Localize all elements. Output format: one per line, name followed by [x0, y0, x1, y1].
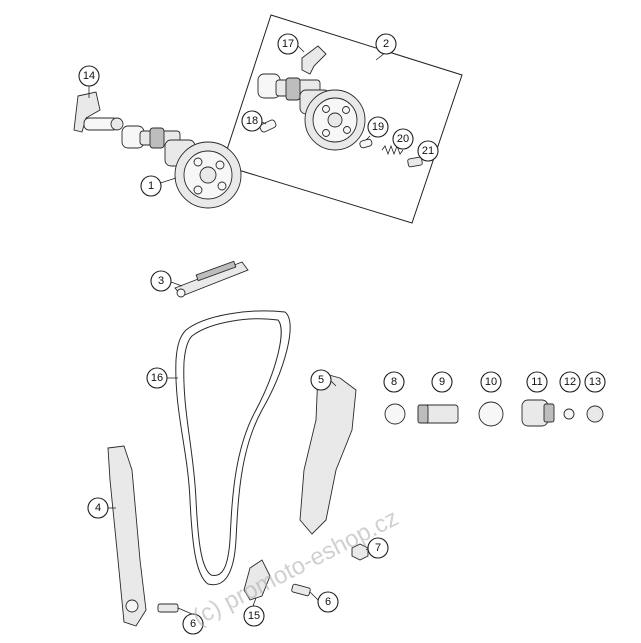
svg-text:2: 2 [383, 38, 389, 50]
callout-15: 15 [243, 605, 265, 627]
callout-5: 5 [310, 369, 332, 391]
svg-text:20: 20 [397, 133, 409, 145]
svg-text:4: 4 [95, 502, 101, 514]
part-4-pivot [125, 599, 139, 613]
assembly-2-frame [221, 14, 463, 224]
svg-text:15: 15 [248, 610, 260, 622]
part-21-plunger [407, 156, 423, 168]
svg-text:14: 14 [83, 70, 95, 82]
part-5-tensioner-rail [299, 371, 357, 535]
callout-21: 21 [417, 140, 439, 162]
svg-text:7: 7 [375, 542, 381, 554]
timing-chain-16 [175, 310, 291, 586]
part-17-lever [301, 45, 327, 75]
svg-text:17: 17 [282, 38, 294, 50]
part-19-pin [359, 138, 373, 149]
callout-2: 2 [375, 33, 397, 55]
bolt-6-left [157, 603, 179, 613]
part-10-seal-ring [478, 401, 504, 427]
callout-16: 16 [146, 367, 168, 389]
callout-10: 10 [480, 371, 502, 393]
callout-11: 11 [526, 371, 548, 393]
callout-17: 17 [277, 33, 299, 55]
svg-text:8: 8 [391, 376, 397, 388]
svg-text:9: 9 [439, 376, 445, 388]
svg-text:11: 11 [531, 376, 542, 388]
callout-7: 7 [367, 537, 389, 559]
decompressor-14 [73, 91, 124, 133]
callout-8: 8 [383, 371, 405, 393]
part-12-ring [563, 408, 575, 420]
svg-text:18: 18 [246, 115, 258, 127]
svg-text:3: 3 [158, 275, 164, 287]
callout-18: 18 [241, 110, 263, 132]
part-4-guide-rail [107, 445, 147, 627]
part-15-guide [243, 559, 271, 601]
callout-13: 13 [584, 371, 606, 393]
callout-14: 14 [78, 65, 100, 87]
callout-3: 3 [150, 270, 172, 292]
camshaft-left [121, 125, 242, 209]
svg-text:21: 21 [422, 145, 434, 157]
callout-9: 9 [431, 371, 453, 393]
svg-text:12: 12 [564, 376, 576, 388]
part-8-seal-ring [384, 403, 406, 425]
svg-text:13: 13 [589, 376, 601, 388]
part-18-pin [259, 119, 277, 133]
callout-4: 4 [87, 497, 109, 519]
svg-text:6: 6 [190, 618, 196, 630]
callout-1: 1 [140, 175, 162, 197]
callout-6-left: 6 [182, 613, 204, 635]
part-20-spring [381, 144, 404, 156]
camshaft-right [257, 73, 366, 151]
svg-text:16: 16 [151, 372, 163, 384]
svg-text:10: 10 [485, 376, 497, 388]
nut-7 [351, 543, 369, 561]
callout-12: 12 [559, 371, 581, 393]
callout-6-right: 6 [317, 591, 339, 613]
callout-19: 19 [367, 116, 389, 138]
part-9-tensioner [417, 404, 459, 424]
callout-20: 20 [392, 128, 414, 150]
watermark-text: (c) promoto-eshop.cz [188, 504, 402, 631]
svg-text:5: 5 [318, 374, 324, 386]
svg-text:19: 19 [372, 121, 384, 133]
bolt-6-right [291, 583, 311, 597]
part-11-plug [521, 399, 555, 427]
svg-text:1: 1 [148, 180, 154, 192]
part-3-guide [174, 260, 249, 298]
svg-text:6: 6 [325, 596, 331, 608]
part-13-screw [586, 405, 604, 423]
